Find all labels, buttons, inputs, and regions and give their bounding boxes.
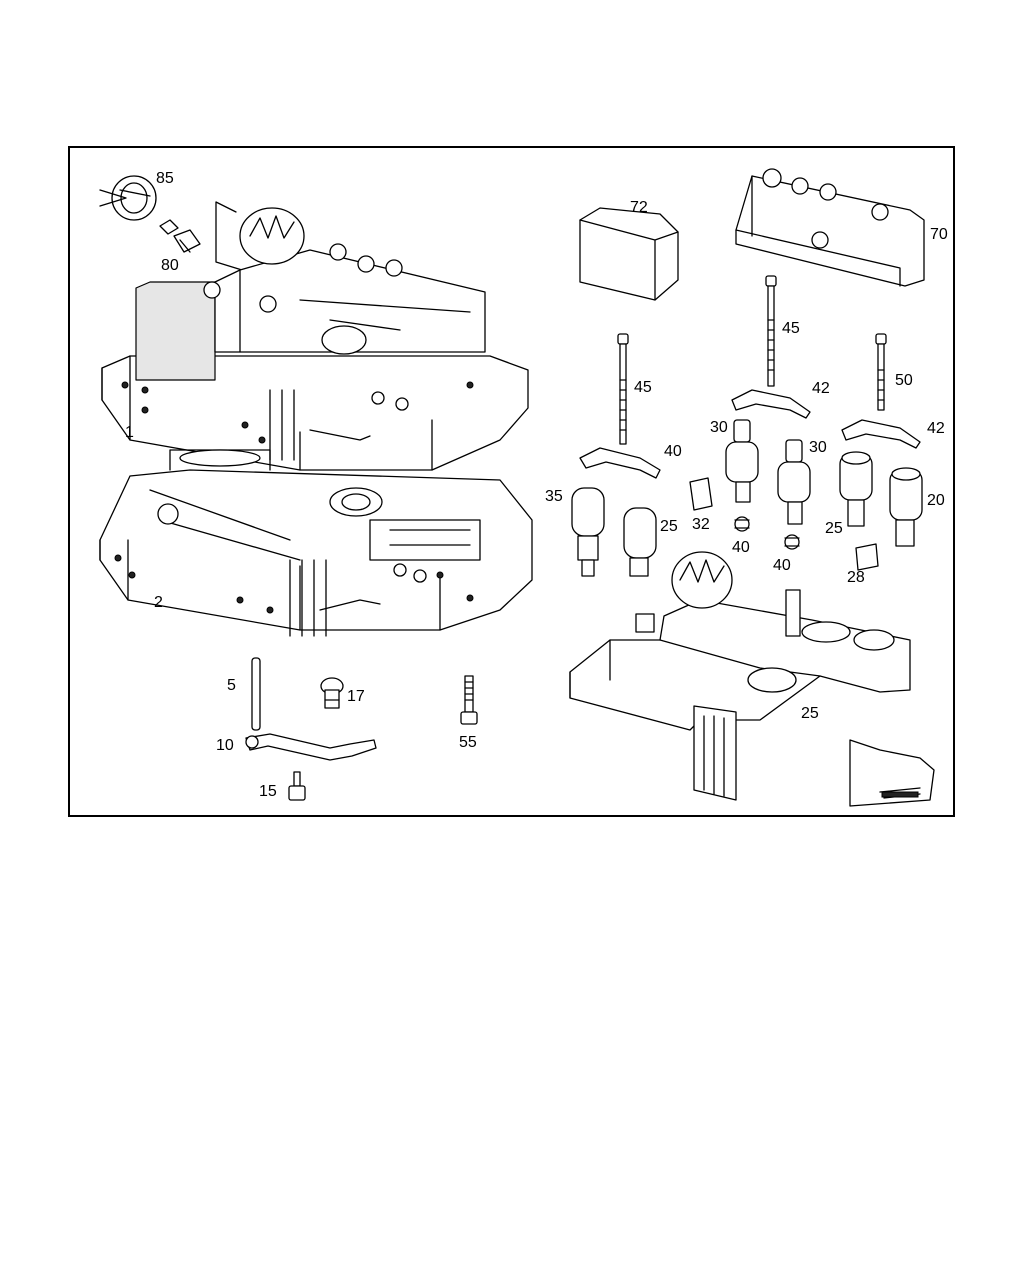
callout-45-right: 45 — [782, 320, 800, 337]
spring-part-42-right — [784, 534, 800, 550]
bolt-part-45-right — [765, 275, 777, 387]
connector-part-32 — [689, 477, 713, 511]
callout-25-right: 20 — [927, 492, 945, 509]
screw-part-15 — [288, 771, 306, 801]
solenoid-part-25-left — [623, 507, 657, 577]
callout-40-left: 40 — [664, 443, 682, 460]
valve-body-part-1 — [101, 207, 529, 471]
bracket-part-40-left — [579, 447, 661, 479]
callout-17: 17 — [347, 688, 365, 705]
solenoid-part-35 — [571, 487, 605, 577]
callout-55: 55 — [459, 734, 477, 751]
spring-part-42-left — [734, 516, 750, 532]
callout-70: 70 — [930, 226, 948, 243]
bolt-part-55 — [460, 675, 478, 725]
pin-part-5 — [251, 657, 261, 731]
housing-part-20 — [569, 551, 911, 801]
callout-30-right: 30 — [809, 439, 827, 456]
solenoid-part-25-middle — [839, 451, 873, 527]
callout-25-middle: 25 — [825, 520, 843, 537]
plug-part-80 — [99, 175, 157, 221]
solenoid-part-25-right — [889, 467, 923, 547]
callout-35: 35 — [545, 488, 563, 505]
callout-15: 15 — [259, 783, 277, 800]
callout-50: 50 — [895, 372, 913, 389]
callout-42-left: 40 — [732, 539, 750, 556]
callout-5: 5 — [227, 677, 236, 694]
callout-2: 2 — [154, 594, 163, 611]
callout-40-right: 42 — [927, 420, 945, 437]
solenoid-part-30-left — [725, 419, 759, 503]
callout-40-middle: 42 — [812, 380, 830, 397]
lever-part-10 — [245, 733, 377, 761]
callout-72: 72 — [630, 199, 648, 216]
bracket-part-40-right — [841, 419, 921, 449]
valve-part-17 — [320, 677, 344, 709]
conductor-plate-part-70 — [735, 168, 925, 287]
connector-part-75 — [173, 229, 201, 253]
callout-32: 32 — [692, 516, 710, 533]
callout-30-left: 30 — [710, 419, 728, 436]
cover-part-72 — [579, 207, 679, 301]
bolt-part-50 — [875, 333, 887, 411]
callout-45-left: 45 — [634, 379, 652, 396]
callout-10: 10 — [216, 737, 234, 754]
callout-20: 25 — [801, 705, 819, 722]
callout-1: 1 — [125, 424, 134, 441]
callout-25-left: 25 — [660, 518, 678, 535]
bracket-part-40-middle — [731, 389, 811, 419]
solenoid-part-30-right — [777, 439, 811, 525]
callout-80: 85 — [156, 170, 174, 187]
valve-body-part-2 — [99, 449, 533, 637]
clip-part-85 — [159, 219, 179, 235]
orientation-inset — [849, 739, 935, 807]
callout-28: 28 — [847, 569, 865, 586]
callout-75: 80 — [161, 257, 179, 274]
bolt-part-45-left — [617, 333, 629, 445]
callout-42-right: 40 — [773, 557, 791, 574]
plug-part-28 — [855, 543, 879, 571]
